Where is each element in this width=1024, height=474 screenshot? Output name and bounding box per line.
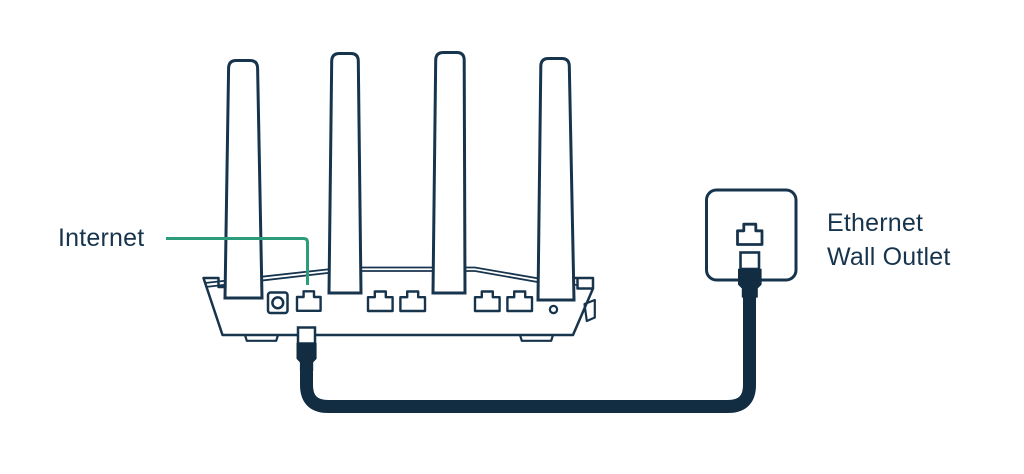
cable xyxy=(300,290,756,413)
power-port-pin xyxy=(271,296,285,310)
router-antennas xyxy=(223,51,576,302)
lan-port-3 xyxy=(473,290,501,313)
lan-port-4 xyxy=(506,290,534,313)
ethernet-wall-outlet-label: Ethernet Wall Outlet xyxy=(827,206,951,274)
outlet-plug xyxy=(738,268,762,298)
lan-port-1 xyxy=(366,290,394,313)
router-antenna-2 xyxy=(327,52,363,295)
router-foot-right xyxy=(518,334,555,342)
reset-button xyxy=(548,304,559,315)
router-antenna-3 xyxy=(431,51,467,295)
router-body xyxy=(202,276,596,342)
router-antenna-1 xyxy=(223,59,264,300)
router-side-wing xyxy=(583,298,596,323)
router-top-ridge xyxy=(204,266,577,290)
router-plug-boot xyxy=(296,326,317,345)
outlet-plug-boot xyxy=(739,251,761,271)
router-antenna-4 xyxy=(536,57,576,302)
router-body-outline xyxy=(202,276,595,337)
router-foot-left xyxy=(243,334,280,342)
ethernet-cable xyxy=(296,251,762,413)
ethernet-wall-outlet-label-line1: Ethernet xyxy=(827,209,924,237)
lan-port-2 xyxy=(399,290,427,313)
router-plug xyxy=(296,342,317,371)
internet-label: Internet xyxy=(58,224,145,252)
ethernet-wall-outlet-label-line2: Wall Outlet xyxy=(827,243,951,271)
internet-port xyxy=(295,290,322,312)
router-back-panel xyxy=(266,290,559,315)
internet-leader-line xyxy=(166,237,309,285)
ethernet-jack-icon xyxy=(736,222,764,246)
